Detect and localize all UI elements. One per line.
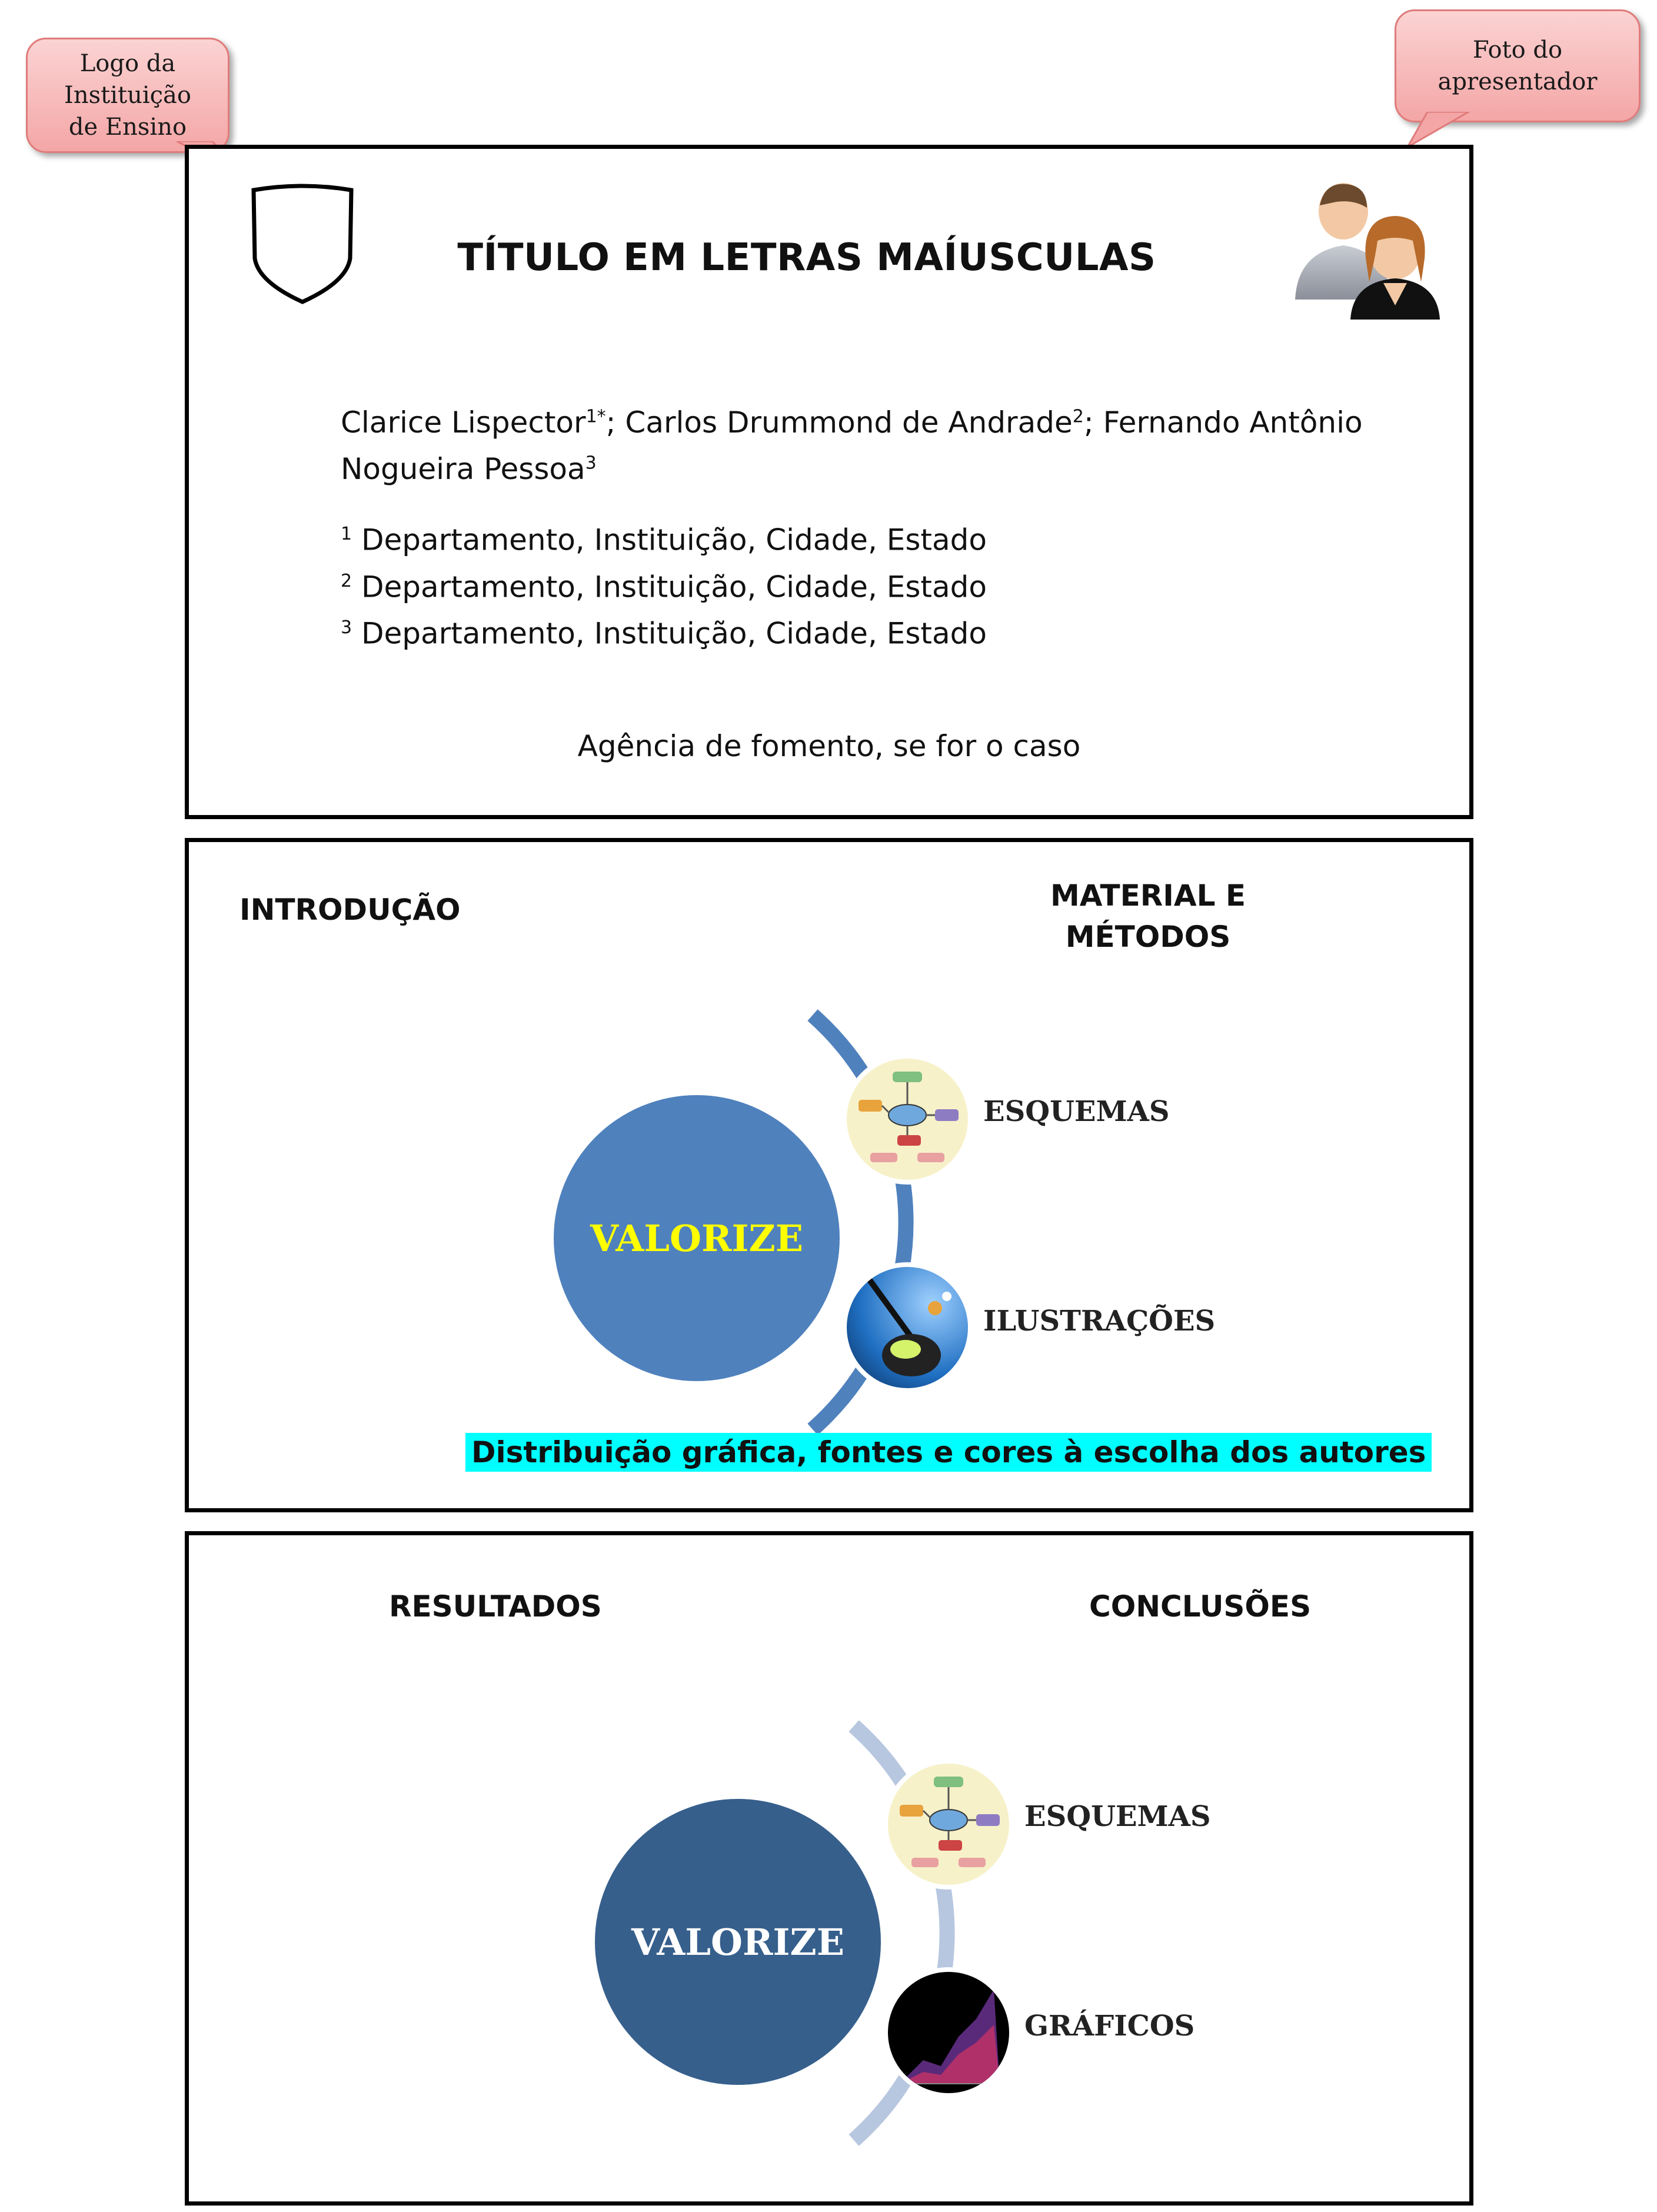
- logo-callout-text: Logo da Instituição de Ensino: [64, 50, 191, 141]
- item-ilustracoes: ILUSTRAÇÕES: [983, 1305, 1216, 1338]
- author-3: Fernando Antônio Nogueira Pessoa3: [341, 405, 1363, 487]
- layout-note-text: Distribuição gráfica, fontes e cores à e…: [465, 1433, 1432, 1472]
- valorize-circle-2: VALORIZE: [595, 1799, 881, 2085]
- diagram-thumbnail-2: [883, 1759, 1014, 1890]
- people-icon: [1295, 183, 1440, 320]
- funding-agency: Agência de fomento, se for o caso: [577, 729, 1081, 763]
- affiliation-2: 2 Departamento, Instituição, Cidade, Est…: [341, 570, 987, 604]
- chart-thumbnail: [883, 1967, 1014, 2098]
- author-list: Clarice Lispector1*; Carlos Drummond de …: [341, 396, 1388, 490]
- author-1: Clarice Lispector1*;: [341, 405, 625, 440]
- item-esquemas-2: ESQUEMAS: [1024, 1800, 1211, 1833]
- valorize-label-2: VALORIZE: [631, 1920, 845, 1964]
- logo-callout: Logo da Instituição de Ensino: [26, 38, 229, 153]
- affiliation-list: 1 Departamento, Instituição, Cidade, Est…: [341, 514, 1282, 654]
- item-graficos: GRÁFICOS: [1024, 2010, 1195, 2043]
- shield-icon: [251, 184, 354, 304]
- photo-callout-text: Foto do apresentador: [1438, 36, 1598, 95]
- diagram-thumbnail-art: [859, 1072, 959, 1162]
- illustration-thumbnail: [842, 1262, 973, 1393]
- illustration-thumbnail-art: [861, 1271, 951, 1376]
- section1-arc: [807, 1009, 914, 1435]
- affiliation-1: 1 Departamento, Instituição, Cidade, Est…: [341, 523, 987, 557]
- poster-title: TÍTULO EM LETRAS MAÍUSCULAS: [457, 236, 1156, 280]
- heading-conclusoes: CONCLUSÕES: [1089, 1589, 1312, 1624]
- header-panel: TÍTULO EM LETRAS MAÍUSCULAS Clarice Lisp…: [185, 145, 1473, 819]
- layout-note: Distribuição gráfica, fontes e cores à e…: [465, 1433, 1432, 1472]
- section-results-conclusions: RESULTADOS CONCLUSÕES VALORIZE ESQUEMAS: [185, 1531, 1473, 2206]
- valorize-circle: VALORIZE: [554, 1095, 840, 1381]
- author-2: Carlos Drummond de Andrade2;: [625, 405, 1103, 440]
- photo-callout-pointer: [1405, 112, 1471, 150]
- valorize-label: VALORIZE: [590, 1216, 804, 1260]
- heading-resultados: RESULTADOS: [389, 1589, 602, 1624]
- photo-callout: Foto do apresentador: [1395, 9, 1641, 122]
- heading-material-metodos: MATERIAL E MÉTODOS: [1050, 879, 1246, 954]
- affiliation-3: 3 Departamento, Instituição, Cidade, Est…: [341, 616, 987, 651]
- diagram-thumbnail: [842, 1054, 973, 1185]
- heading-introducao: INTRODUÇÃO: [239, 893, 461, 927]
- section-intro-methods: INTRODUÇÃO MATERIAL E MÉTODOS VALORIZE E…: [185, 838, 1473, 1512]
- diagram-thumbnail-2-art: [900, 1777, 1000, 1867]
- chart-thumbnail-art: [900, 1990, 1000, 2084]
- item-esquemas: ESQUEMAS: [983, 1095, 1170, 1128]
